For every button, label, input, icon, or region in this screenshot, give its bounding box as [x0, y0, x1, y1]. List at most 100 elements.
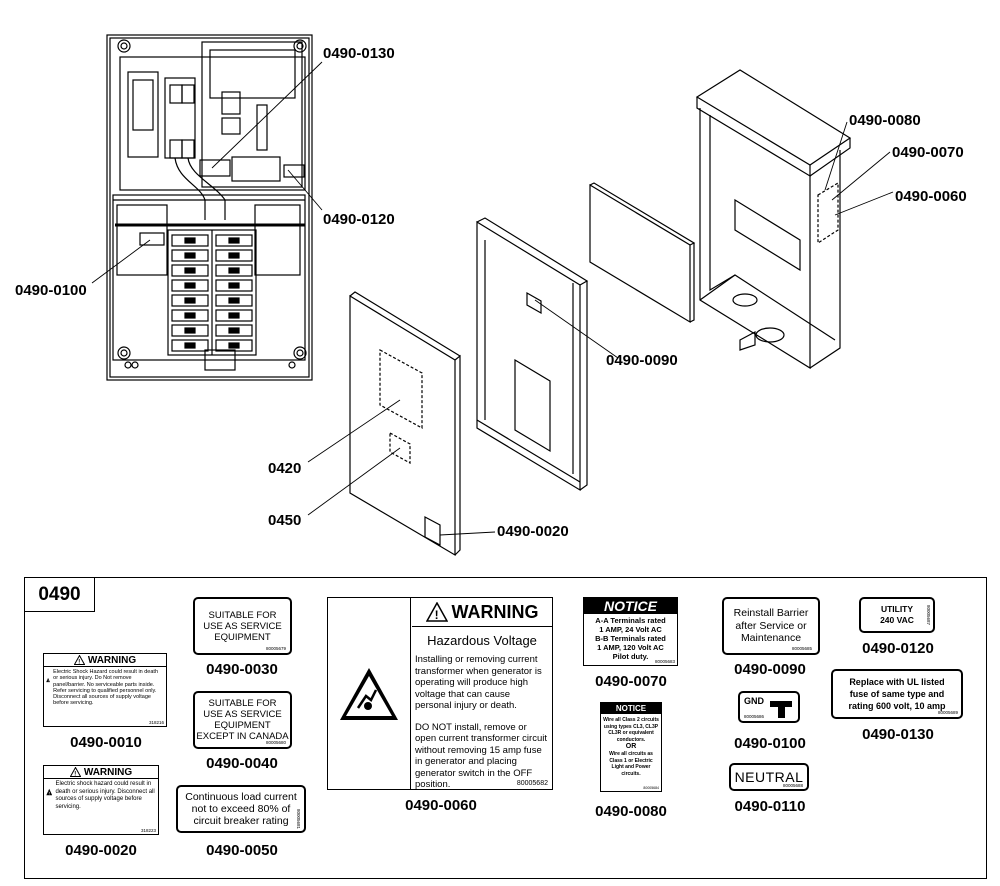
- notice-text: Wire all circuits as Class 1 or Electric…: [609, 751, 653, 777]
- label-line: Pilot duty.: [612, 652, 649, 661]
- breaker: [171, 234, 209, 247]
- label-code: 318223: [140, 828, 156, 833]
- breaker: [215, 249, 253, 262]
- label-line: USE AS SERVICE: [203, 620, 282, 632]
- part-number-0490-0030: 0490-0030: [206, 661, 278, 678]
- label-code: 80005679: [265, 646, 286, 651]
- shock-hazard-icon: [46, 788, 53, 796]
- callout-0490-0120: 0490-0120: [323, 211, 395, 228]
- label-0490-0110: NEUTRAL 80005688: [729, 763, 809, 791]
- breaker-handle: [228, 282, 240, 289]
- callout-0490-0090: 0490-0090: [606, 352, 678, 369]
- part-number-0490-0130: 0490-0130: [862, 726, 934, 743]
- label-code: 80005680: [265, 740, 286, 745]
- callout-0490-0020: 0490-0020: [497, 523, 569, 540]
- part-number-0490-0120: 0490-0120: [862, 640, 934, 657]
- label-code: 80005688: [782, 783, 803, 788]
- svg-text:!: !: [74, 772, 76, 778]
- label-line: 1 AMP, 120 Volt AC: [597, 643, 664, 652]
- label-line: EQUIPMENT: [214, 720, 271, 731]
- breaker-handle: [228, 297, 240, 304]
- breaker-handle: [228, 342, 240, 349]
- breaker-rows: [171, 234, 253, 352]
- breaker: [171, 339, 209, 352]
- label-line: 240 VAC: [880, 615, 914, 625]
- svg-text:!: !: [434, 608, 438, 622]
- label-0490-0010: ! WARNING Electric Shock Hazard could re…: [43, 653, 167, 727]
- label-code: 80005684: [643, 786, 659, 790]
- leader-lines: [91, 61, 894, 536]
- part-number-0490-0070: 0490-0070: [595, 673, 667, 690]
- warning-text: Electric shock hazard could result in de…: [55, 781, 155, 810]
- breaker: [171, 264, 209, 277]
- breaker-handle: [184, 327, 196, 334]
- decal-kit-panel: 0490 ! WARNING Electric Shock Hazard cou…: [24, 577, 987, 879]
- breaker: [215, 339, 253, 352]
- label-line: rating 600 volt, 10 amp: [848, 701, 946, 711]
- breaker-handle: [228, 252, 240, 259]
- label-code: 80005687: [926, 605, 931, 626]
- label-code: 80005683: [654, 659, 675, 664]
- breaker-handle: [228, 237, 240, 244]
- label-line: after Service or: [735, 619, 807, 632]
- breaker: [171, 324, 209, 337]
- breaker: [171, 294, 209, 307]
- breaker: [171, 279, 209, 292]
- label-code: 80005689: [937, 710, 958, 715]
- breaker: [171, 309, 209, 322]
- breaker-handle: [228, 312, 240, 319]
- warning-triangle-icon: !: [425, 602, 448, 622]
- shock-hazard-icon: [46, 677, 50, 683]
- label-line: Reinstall Barrier: [733, 607, 809, 620]
- callout-0450: 0450: [268, 512, 302, 529]
- label-line: EQUIPMENT: [214, 631, 271, 643]
- callout-0490-0070: 0490-0070: [892, 144, 964, 161]
- breaker: [215, 279, 253, 292]
- callout-0490-0100: 0490-0100: [15, 282, 87, 299]
- part-number-0490-0060: 0490-0060: [405, 797, 477, 814]
- notice-heading: NOTICE: [584, 598, 677, 614]
- label-line: SUITABLE FOR: [208, 698, 277, 709]
- transfer-switch-front-view: [106, 34, 313, 381]
- breaker-handle: [184, 297, 196, 304]
- neutral-text: NEUTRAL: [734, 769, 804, 785]
- notice-text: Wire all Class 2 circuits using types CL…: [603, 717, 659, 743]
- label-line: UTILITY: [880, 604, 914, 614]
- part-number-0490-0040: 0490-0040: [206, 755, 278, 772]
- svg-text:!: !: [78, 660, 80, 666]
- breaker-handle: [228, 327, 240, 334]
- label-0490-0090: Reinstall Barrier after Service or Maint…: [722, 597, 820, 655]
- label-code: 80005682: [516, 780, 548, 787]
- part-number-0490-0080: 0490-0080: [595, 803, 667, 820]
- callout-0490-0080: 0490-0080: [849, 112, 921, 129]
- mounting-plate: [589, 182, 696, 324]
- breaker-handle: [184, 342, 196, 349]
- barrier-panel: [476, 217, 589, 492]
- label-line: Continuous load current: [185, 791, 297, 803]
- warning-text: Electric Shock Hazard could result in de…: [53, 669, 159, 707]
- breaker: [215, 294, 253, 307]
- part-number-0490-0010: 0490-0010: [70, 734, 142, 751]
- label-0490-0120: UTILITY 240 VAC 80005687: [859, 597, 935, 633]
- label-0490-0060: ! WARNING Hazardous Voltage Installing o…: [327, 597, 553, 790]
- breaker-handle: [184, 267, 196, 274]
- label-code: 318216: [148, 720, 164, 725]
- warning-heading: WARNING: [87, 654, 137, 666]
- warning-heading: WARNING: [451, 601, 539, 622]
- notice-or: OR: [625, 743, 637, 750]
- label-0490-0040: SUITABLE FOR USE AS SERVICE EQUIPMENT EX…: [193, 691, 292, 749]
- label-code: 80005686: [744, 714, 765, 719]
- ground-symbol-icon: [770, 701, 792, 718]
- label-line: not to exceed 80% of: [191, 803, 291, 815]
- label-line: Replace with UL listed: [849, 677, 945, 687]
- label-code: 80005681: [296, 808, 301, 829]
- breaker-handle: [184, 282, 196, 289]
- warning-triangle-icon: !: [73, 655, 85, 666]
- exploded-assembly-drawing: [91, 34, 894, 557]
- label-line: Maintenance: [740, 632, 802, 645]
- label-line: A-A Terminals rated: [595, 616, 666, 625]
- warning-triangle-icon: !: [69, 767, 81, 778]
- label-0490-0030: SUITABLE FOR USE AS SERVICE EQUIPMENT 80…: [193, 597, 292, 655]
- callout-0490-0060: 0490-0060: [895, 188, 967, 205]
- warning-heading: WARNING: [83, 766, 133, 778]
